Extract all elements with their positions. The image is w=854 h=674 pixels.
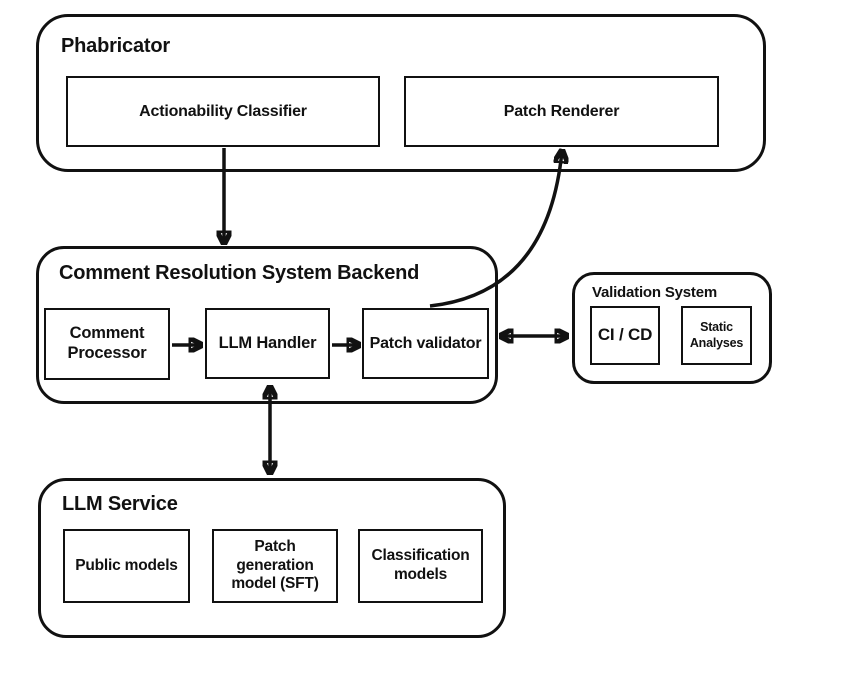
node-classification-models: Classification models bbox=[358, 529, 483, 603]
node-patch-generation-model-label: Patch generation model (SFT) bbox=[231, 538, 319, 593]
group-validation-system: Validation System bbox=[572, 272, 772, 384]
group-validation-system-title: Validation System bbox=[592, 284, 717, 301]
node-patch-renderer-label: Patch Renderer bbox=[503, 102, 620, 120]
node-llm-handler-label: LLM Handler bbox=[218, 333, 317, 352]
node-ci-cd-label: CI / CD bbox=[597, 325, 653, 345]
node-static-analyses: Static Analyses bbox=[681, 306, 752, 365]
node-patch-renderer: Patch Renderer bbox=[404, 76, 719, 147]
node-static-analyses-label: Static Analyses bbox=[689, 319, 744, 350]
group-phabricator-title: Phabricator bbox=[61, 35, 170, 57]
node-actionability-classifier: Actionability Classifier bbox=[66, 76, 380, 147]
node-public-models-label: Public models bbox=[75, 556, 178, 574]
node-comment-processor-label: Comment Processor bbox=[67, 324, 147, 362]
node-classification-models-label: Classification models bbox=[371, 547, 470, 583]
node-actionability-classifier-label: Actionability Classifier bbox=[139, 102, 307, 120]
node-patch-generation-model: Patch generation model (SFT) bbox=[212, 529, 338, 603]
group-llm-service-title: LLM Service bbox=[62, 493, 178, 515]
node-ci-cd: CI / CD bbox=[590, 306, 660, 365]
node-llm-handler: LLM Handler bbox=[205, 308, 330, 379]
group-llm-service: LLM Service bbox=[38, 478, 506, 638]
group-comment-resolution-backend-title: Comment Resolution System Backend bbox=[59, 262, 420, 284]
node-public-models: Public models bbox=[63, 529, 190, 603]
node-comment-processor: Comment Processor bbox=[44, 308, 170, 380]
node-patch-validator-label: Patch validator bbox=[369, 334, 482, 352]
group-phabricator: Phabricator bbox=[36, 14, 766, 172]
node-patch-validator: Patch validator bbox=[362, 308, 489, 379]
